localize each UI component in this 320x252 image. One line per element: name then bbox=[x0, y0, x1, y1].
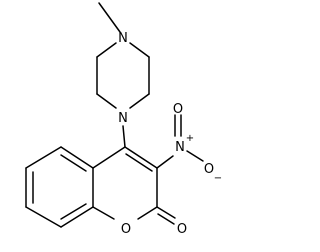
bond-c4-c3 bbox=[124, 146, 158, 169]
bond-benz-5 bbox=[60, 206, 94, 228]
atom-nitro-o-double: O bbox=[173, 102, 183, 117]
atom-ring-o-label: O bbox=[121, 222, 131, 237]
bond-pip-2 bbox=[129, 42, 150, 58]
bonds bbox=[25, 2, 204, 228]
bond-pip-5 bbox=[96, 93, 117, 109]
bond-benz-4 bbox=[25, 206, 62, 228]
molecule-structure: N N N + O O − O O bbox=[25, 2, 222, 237]
bond-c4a-c4 bbox=[92, 146, 126, 169]
atom-n-bottom-label: N bbox=[118, 111, 128, 126]
bond-benz-1-double bbox=[60, 154, 87, 172]
atom-n-top-label: N bbox=[118, 31, 128, 46]
bond-pip-6 bbox=[129, 93, 150, 109]
atom-nitro-n: N + bbox=[175, 133, 194, 155]
bond-benz-1 bbox=[60, 146, 94, 169]
bond-n-c4 bbox=[122, 125, 126, 148]
atom-nitro-o-single-charge: − bbox=[214, 173, 222, 184]
atom-ring-o: O bbox=[121, 222, 131, 237]
bond-c4-c3-double bbox=[125, 153, 153, 172]
atom-carbonyl-o: O bbox=[177, 222, 187, 237]
bond-o1-c8a bbox=[92, 206, 115, 220]
atom-n-piperazine-bottom: N bbox=[118, 111, 128, 126]
atom-nitro-n-label: N bbox=[175, 140, 185, 155]
atoms: N N N + O O − O O bbox=[118, 31, 222, 237]
bond-c2-o-exo-double bbox=[157, 213, 175, 225]
bond-methyl bbox=[98, 2, 121, 33]
bond-c2-o1 bbox=[137, 206, 158, 220]
bond-benz-2 bbox=[25, 146, 62, 169]
atom-nitro-o-single-label: O bbox=[204, 162, 214, 177]
bond-benz-5-double bbox=[60, 203, 87, 220]
atom-carbonyl-o-label: O bbox=[177, 222, 187, 237]
bond-nitro-o-single bbox=[186, 150, 204, 162]
atom-nitro-o-single: O − bbox=[204, 162, 222, 184]
bond-c3-nitro bbox=[156, 155, 174, 169]
atom-n-piperazine-top: N bbox=[118, 31, 128, 46]
atom-nitro-o-double-label: O bbox=[173, 102, 183, 117]
atom-nitro-n-charge: + bbox=[186, 133, 194, 144]
bond-c2-o-exo bbox=[156, 206, 176, 219]
bond-pip-1 bbox=[96, 42, 117, 58]
